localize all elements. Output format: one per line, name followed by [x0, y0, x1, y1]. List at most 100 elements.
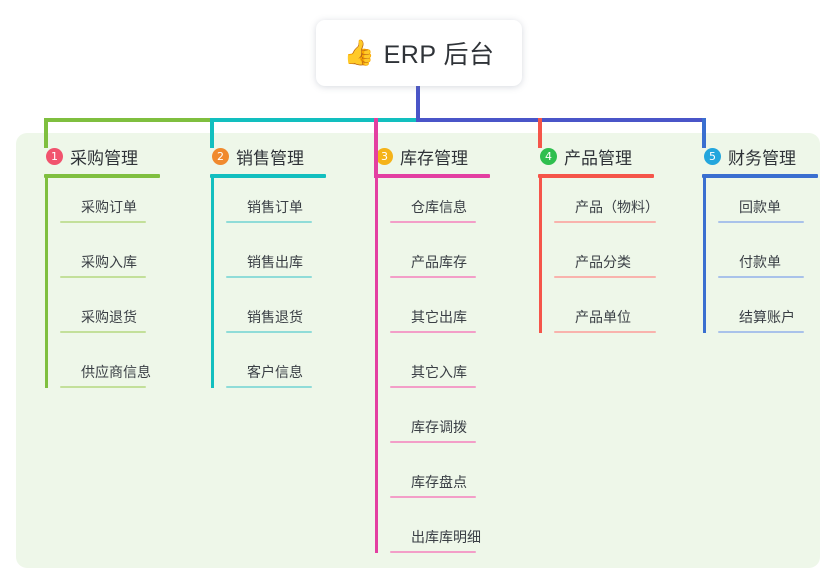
branch-stem	[539, 178, 542, 333]
leaf-label: 其它出库	[411, 309, 467, 325]
branch-drop-connector-1	[44, 118, 48, 148]
branch-title: 产品管理	[564, 148, 632, 168]
branch-title: 财务管理	[728, 148, 796, 168]
branch-leaf-item[interactable]: 产品库存	[375, 233, 510, 288]
branch-number-badge: 5	[704, 147, 721, 165]
page-title: ERP 后台	[383, 41, 495, 69]
leaf-underline	[226, 331, 312, 333]
branch-leaf-item[interactable]: 其它入库	[375, 343, 510, 398]
branch-header-5[interactable]: 5 财务管理	[688, 143, 828, 169]
leaf-underline	[390, 276, 476, 278]
leaf-underline	[718, 331, 804, 333]
branch-stem	[45, 178, 48, 388]
branch-leaf-item[interactable]: 采购退货	[45, 288, 180, 343]
branch-leaf-item[interactable]: 供应商信息	[45, 343, 180, 398]
branch-stem	[211, 178, 214, 388]
branch-items: 销售订单销售出库销售退货客户信息	[196, 178, 346, 398]
branch-header-2[interactable]: 2 销售管理	[196, 143, 346, 169]
branch-underline	[538, 174, 654, 178]
leaf-label: 其它入库	[411, 364, 467, 380]
branch-drop-connector-4	[538, 118, 542, 148]
branch-leaf-item[interactable]: 付款单	[703, 233, 828, 288]
branch-items: 产品（物料） 产品分类产品单位	[524, 178, 674, 343]
leaf-label: 销售出库	[247, 254, 303, 270]
branch-leaf-item[interactable]: 产品分类	[539, 233, 674, 288]
leaf-underline	[60, 221, 146, 223]
leaf-label: 销售退货	[247, 309, 303, 325]
branch-drop-connector-3	[374, 118, 378, 178]
branch-number-badge: 2	[212, 147, 229, 165]
branch-underline	[374, 174, 490, 178]
branch-leaf-item[interactable]: 采购订单	[45, 178, 180, 233]
bus-segment-1	[44, 118, 214, 122]
leaf-underline	[554, 331, 656, 333]
branch-items: 仓库信息产品库存其它出库其它入库库存调拨库存盘点出库库明细	[360, 178, 510, 563]
branch-title: 销售管理	[236, 148, 304, 168]
branch-leaf-item[interactable]: 其它出库	[375, 288, 510, 343]
branch-leaf-item[interactable]: 回款单	[703, 178, 828, 233]
branch-leaf-item[interactable]: 销售订单	[211, 178, 346, 233]
leaf-label: 产品（物料）	[575, 199, 659, 215]
leaf-underline	[390, 386, 476, 388]
branch-underline	[702, 174, 818, 178]
leaf-label: 付款单	[739, 254, 781, 270]
leaf-label: 客户信息	[247, 364, 303, 380]
leaf-underline	[390, 551, 476, 553]
branch-header-1[interactable]: 1 采购管理	[30, 143, 180, 169]
leaf-underline	[60, 276, 146, 278]
branch-leaf-item[interactable]: 销售出库	[211, 233, 346, 288]
branch-column-3: 3 库存管理仓库信息产品库存其它出库其它入库库存调拨库存盘点出库库明细	[360, 143, 510, 563]
branch-leaf-item[interactable]: 库存调拨	[375, 398, 510, 453]
branch-number-badge: 1	[46, 147, 63, 165]
leaf-underline	[60, 386, 146, 388]
branch-column-5: 5 财务管理回款单付款单结算账户	[688, 143, 828, 343]
bus-segment-2	[210, 118, 420, 122]
branch-header-4[interactable]: 4 产品管理	[524, 143, 674, 169]
branch-header-3[interactable]: 3 库存管理	[360, 143, 510, 169]
leaf-underline	[390, 441, 476, 443]
branch-leaf-item[interactable]: 仓库信息	[375, 178, 510, 233]
branches-panel	[16, 133, 820, 568]
leaf-underline	[60, 331, 146, 333]
branch-title: 库存管理	[400, 148, 468, 168]
leaf-underline	[390, 496, 476, 498]
branch-underline	[44, 174, 160, 178]
branch-drop-connector-2	[210, 118, 214, 148]
branch-column-4: 4 产品管理产品（物料） 产品分类产品单位	[524, 143, 674, 343]
branch-items: 回款单付款单结算账户	[688, 178, 828, 343]
root-drop-connector	[416, 86, 420, 122]
leaf-label: 采购退货	[81, 309, 137, 325]
leaf-underline	[390, 331, 476, 333]
leaf-label: 出库库明细	[411, 529, 481, 545]
branch-column-2: 2 销售管理销售订单销售出库销售退货客户信息	[196, 143, 346, 398]
thumbs-up-icon: 👍	[343, 38, 375, 67]
branch-leaf-item[interactable]: 库存盘点	[375, 453, 510, 508]
leaf-underline	[226, 386, 312, 388]
branch-leaf-item[interactable]: 产品（物料）	[539, 178, 674, 233]
branch-drop-connector-5	[702, 118, 706, 148]
bus-segment-4	[538, 118, 706, 122]
branch-number-badge: 4	[540, 147, 557, 165]
leaf-label: 产品单位	[575, 309, 631, 325]
branch-leaf-item[interactable]: 客户信息	[211, 343, 346, 398]
leaf-underline	[718, 221, 804, 223]
branch-leaf-item[interactable]: 出库库明细	[375, 508, 510, 563]
leaf-label: 供应商信息	[81, 364, 151, 380]
branch-leaf-item[interactable]: 销售退货	[211, 288, 346, 343]
leaf-underline	[226, 221, 312, 223]
branch-leaf-item[interactable]: 结算账户	[703, 288, 828, 343]
branch-stem	[703, 178, 706, 333]
branch-items: 采购订单采购入库采购退货供应商信息	[30, 178, 180, 398]
leaf-label: 产品库存	[411, 254, 467, 270]
leaf-label: 回款单	[739, 199, 781, 215]
branch-number-badge: 3	[376, 147, 393, 165]
leaf-label: 采购入库	[81, 254, 137, 270]
leaf-label: 库存盘点	[411, 474, 467, 490]
branch-stem	[375, 178, 378, 553]
branch-leaf-item[interactable]: 采购入库	[45, 233, 180, 288]
leaf-underline	[718, 276, 804, 278]
root-node[interactable]: 👍 ERP 后台	[316, 20, 522, 86]
branch-title: 采购管理	[70, 148, 138, 168]
branch-leaf-item[interactable]: 产品单位	[539, 288, 674, 343]
leaf-label: 仓库信息	[411, 199, 467, 215]
